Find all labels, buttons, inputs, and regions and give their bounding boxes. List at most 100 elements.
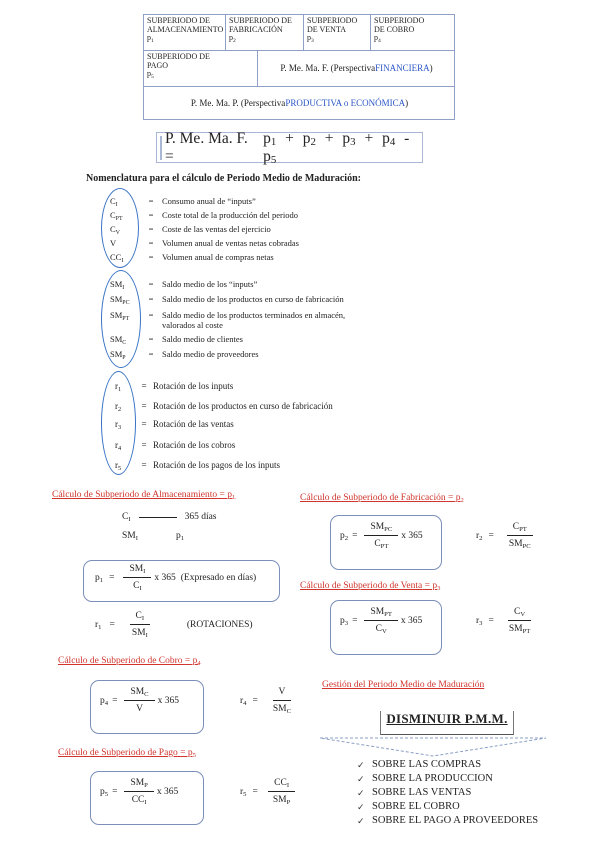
gestion-item-text: SOBRE LAS VENTAS: [372, 787, 472, 798]
alm-rot: (ROTACIONES): [186, 619, 253, 630]
gestion-list: ✓SOBRE LAS COMPRAS✓SOBRE LA PRODUCCION✓S…: [357, 758, 538, 828]
oval-group-3: [101, 371, 136, 475]
cell-pago: Subperiodo de pago p5: [144, 51, 258, 87]
section-fabricacion-title: Cálculo de Subperiodo de Fabricación = p…: [300, 493, 464, 504]
nomenclature-text-line: Rotación de los inputs: [153, 381, 234, 391]
nomenclature-text: Coste total de la producción del periodo: [162, 210, 422, 220]
gestion-title: Gestión del Periodo Medio de Maduración: [322, 680, 485, 690]
nomenclature-text-line: Saldo medio de proveedores: [162, 349, 259, 359]
alm-days: 365 días: [184, 512, 217, 522]
section-pago-title: Cálculo de Subperiodo de Pago = p5: [58, 748, 196, 759]
gestion-item-text: SOBRE LA PRODUCCION: [372, 773, 493, 784]
gestion-item: ✓SOBRE LAS VENTAS: [357, 786, 538, 800]
subperiod-table: Subperiodo de almacenamiento p1 Subperio…: [143, 14, 455, 120]
nomenclature-text-line: Coste total de la producción del periodo: [162, 210, 298, 220]
cell-symbol: p1: [147, 33, 154, 44]
nomenclature-equals: =: [148, 294, 154, 304]
nomenclature-equals: =: [148, 310, 154, 320]
nomenclature-text-line: Saldo medio de los productos terminados …: [162, 310, 346, 320]
nomenclature-text: Rotación de los cobros: [153, 440, 413, 450]
nomenclature-text-line: Saldo medio de los productos en curso de…: [162, 294, 344, 304]
section-venta-title: Cálculo de Subperiodo de Venta = p3: [300, 581, 441, 592]
nomenclature-equals: =: [148, 238, 154, 248]
formula-terms: p1 + p2 + p3 + p4 - p5: [263, 129, 410, 166]
nomenclature-text: Rotación de los productos en curso de fa…: [153, 401, 413, 411]
nomenclature-equals: =: [141, 419, 147, 429]
gestion-item: ✓SOBRE LA PRODUCCION: [357, 772, 538, 786]
nomenclature-text-line: valorados al coste: [162, 320, 223, 330]
nomenclature-text-line: Saldo medio de clientes: [162, 334, 243, 344]
cell-label: pago: [147, 60, 169, 70]
gestion-item-text: SOBRE EL COBRO: [372, 801, 460, 812]
cell-label: de venta: [307, 24, 346, 34]
nomenclature-title: Nomenclatura para el cálculo de Periodo …: [86, 173, 361, 184]
gestion-item: ✓ SOBRE EL PAGO A PROVEEDORES: [357, 814, 538, 828]
nomenclature-text-line: Rotación de los cobros: [153, 440, 236, 450]
disminuir-pmm-box: DISMINUIR P.M.M.: [380, 711, 514, 735]
cell-almacenamiento: Subperiodo de almacenamiento p1: [144, 15, 226, 51]
alm-expr: (Expresado en días): [180, 572, 257, 583]
oval-group-2: [101, 270, 141, 368]
nomenclature-text: Saldo medio de los productos en curso de…: [162, 294, 422, 304]
cell-fabricacion: Subperiodo de fabricación p2: [226, 15, 304, 51]
gestion-item: ✓SOBRE LAS COMPRAS: [357, 758, 538, 772]
section-cobro-title: Cálculo de Subperiodo de Cobro = p4: [58, 656, 201, 667]
cell-venta: Subperiodo de venta p3: [304, 15, 371, 51]
check-icon: ✓: [357, 816, 365, 826]
cell-label: fabricación: [229, 24, 283, 34]
nomenclature-equals: =: [148, 224, 154, 234]
nomenclature-text: Saldo medio de los “inputs”: [162, 279, 422, 289]
nomenclature-text: Saldo medio de los productos terminados …: [162, 310, 422, 330]
alm-ratio: CI 365 días: [122, 512, 217, 523]
nomenclature-text: Consumo anual de “inputs”: [162, 196, 422, 206]
nomenclature-text: Rotación de las ventas: [153, 419, 413, 429]
pmmf-suffix: ): [429, 63, 433, 74]
nomenclature-text: Coste de las ventas del ejercicio: [162, 224, 422, 234]
section-almacenamiento-title: Cálculo de Subperiodo de Almacenamiento …: [52, 490, 236, 501]
nomenclature-equals: =: [141, 401, 147, 411]
fab-formula-box: [330, 515, 442, 570]
nomenclature-text-line: Consumo anual de “inputs”: [162, 196, 256, 206]
alm-formula-box: [83, 560, 280, 602]
nomenclature-equals: =: [148, 252, 154, 262]
pmmp-suffix: ): [405, 98, 409, 109]
cell-label: Subperiodo: [307, 16, 358, 25]
nomenclature-text-line: Saldo medio de los “inputs”: [162, 279, 258, 289]
pmmf-prefix: P. Me. Ma. F. (Perspectiva: [280, 63, 376, 74]
cell-symbol: p5: [147, 69, 154, 80]
nomenclature-text-line: Rotación de las ventas: [153, 419, 234, 429]
pmmp-highlight: PRODUCTIVA o ECONÓMICA: [285, 98, 406, 109]
cell-cobro: Subperiodo de cobro p4: [371, 15, 455, 51]
cell-label: Subperiodo de: [147, 52, 210, 61]
nomenclature-text-line: Volumen anual de compras netas: [162, 252, 274, 262]
nomenclature-equals: =: [141, 440, 147, 450]
cell-pmmf: P. Me. Ma. F. (Perspectiva FINANCIERA): [258, 51, 455, 87]
cell-label: Subperiodo de: [229, 16, 292, 25]
nomenclature-text: Volumen anual de ventas netas cobradas: [162, 238, 422, 248]
nomenclature-text: Rotación de los inputs: [153, 381, 413, 391]
pmmf-highlight: FINANCIERA: [375, 63, 430, 74]
nomenclature-equals: =: [148, 196, 154, 206]
nomenclature-text-line: Rotación de los pagos de los inputs: [153, 460, 280, 470]
nomenclature-text-line: Volumen anual de ventas netas cobradas: [162, 238, 299, 248]
cell-symbol: p3: [307, 33, 314, 44]
nomenclature-text-line: Rotación de los productos en curso de fa…: [153, 401, 333, 411]
gestion-item-text: SOBRE EL PAGO A PROVEEDORES: [372, 815, 539, 826]
nomenclature-equals: =: [148, 334, 154, 344]
gestion-item: ✓SOBRE EL COBRO: [357, 800, 538, 814]
nomenclature-equals: =: [148, 210, 154, 220]
cell-symbol: p4: [374, 33, 381, 44]
gestion-item-text: SOBRE LAS COMPRAS: [372, 759, 482, 770]
nomenclature-text: Saldo medio de proveedores: [162, 349, 422, 359]
pmmp-prefix: P. Me. Ma. P. (Perspectiva: [190, 98, 286, 109]
cell-label: Subperiodo: [374, 16, 425, 25]
nomenclature-equals: =: [141, 381, 147, 391]
